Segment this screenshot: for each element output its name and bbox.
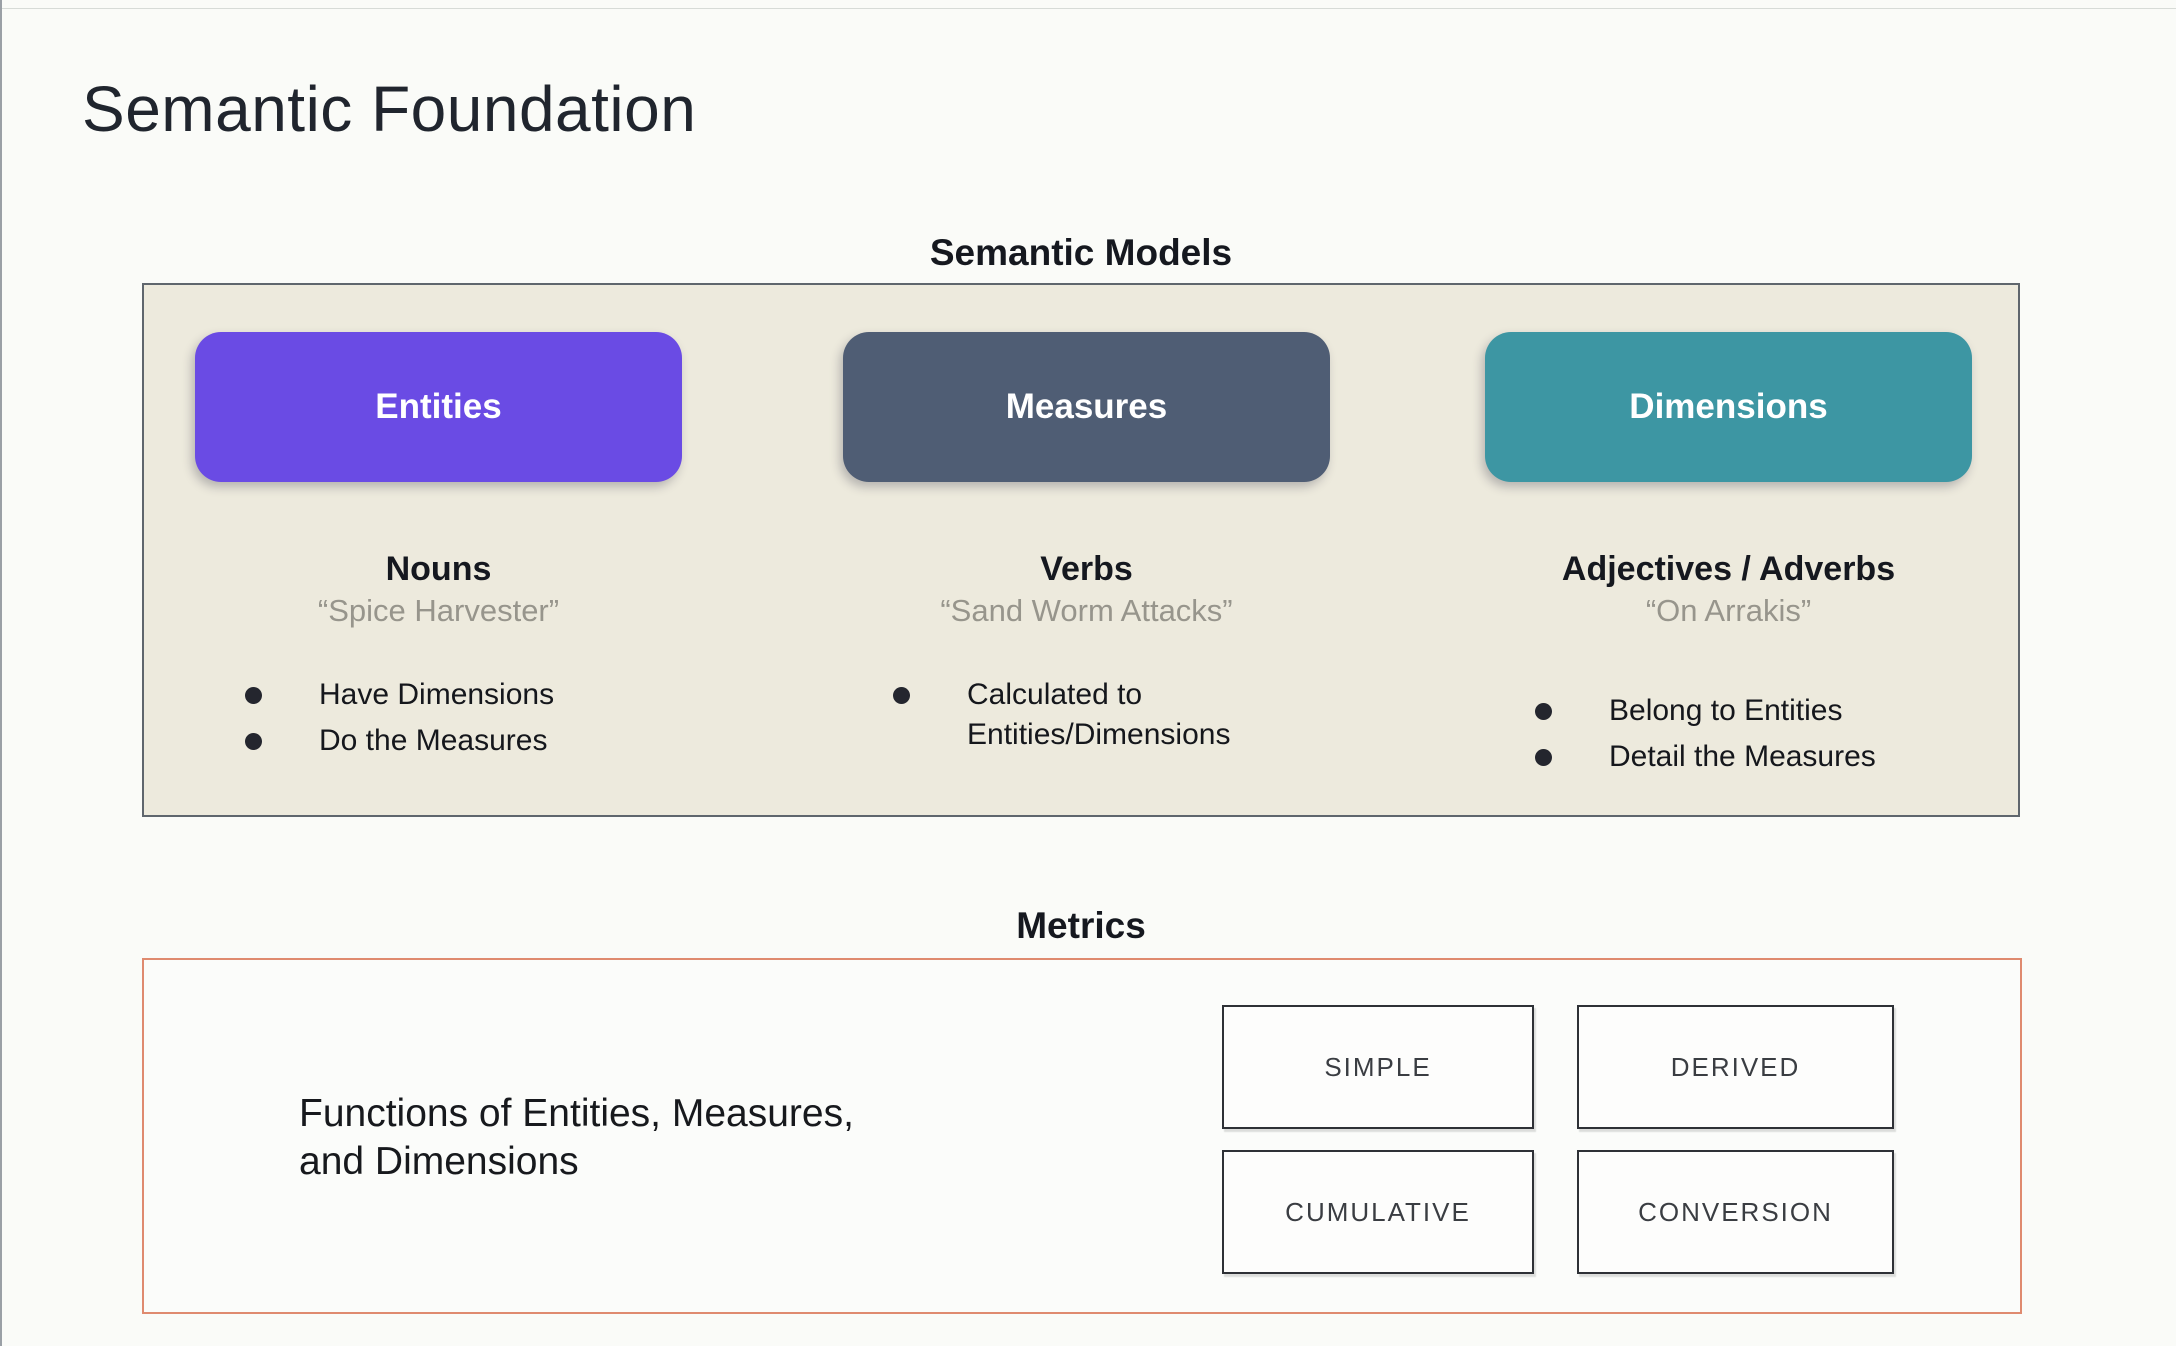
metrics-description: Functions of Entities, Measures, and Dim… — [299, 1092, 854, 1183]
metric-type-cumulative: CUMULATIVE — [1222, 1150, 1534, 1274]
metric-type-simple: SIMPLE — [1222, 1005, 1534, 1129]
entities-subtitle: Nouns — [385, 550, 492, 588]
bullet-item: Belong to Entities — [1531, 691, 1972, 731]
measures-box: Measures — [843, 332, 1330, 482]
window-top-border — [2, 8, 2176, 9]
metrics-heading: Metrics — [1016, 905, 1146, 946]
measures-subtitle: Verbs — [1040, 550, 1133, 588]
metric-type-derived: DERIVED — [1577, 1005, 1894, 1129]
semantic-models-panel: Entities Nouns “Spice Harvester” Have Di… — [142, 283, 2020, 817]
entities-bullet-list: Have Dimensions Do the Measures — [241, 675, 682, 767]
entities-column: Entities Nouns “Spice Harvester” Have Di… — [195, 332, 682, 767]
measures-column: Measures Verbs “Sand Worm Attacks” Calcu… — [843, 332, 1330, 761]
bullet-item: Have Dimensions — [241, 675, 682, 715]
page-title: Semantic Foundation — [82, 73, 697, 145]
dimensions-bullet-list: Belong to Entities Detail the Measures — [1531, 691, 1972, 783]
measures-quote: “Sand Worm Attacks” — [940, 593, 1233, 628]
bullet-item: Do the Measures — [241, 721, 682, 761]
dimensions-subtitle: Adjectives / Adverbs — [1561, 550, 1896, 588]
entities-box: Entities — [195, 332, 682, 482]
bullet-item: Calculated to Entities/Dimensions — [889, 675, 1267, 755]
entities-quote: “Spice Harvester” — [317, 593, 560, 628]
metric-type-conversion: CONVERSION — [1577, 1150, 1894, 1274]
dimensions-column: Dimensions Adjectives / Adverbs “On Arra… — [1485, 332, 1972, 783]
bullet-item: Detail the Measures — [1531, 737, 1972, 777]
measures-bullet-list: Calculated to Entities/Dimensions — [889, 675, 1330, 761]
metrics-panel: Functions of Entities, Measures, and Dim… — [142, 958, 2022, 1314]
dimensions-quote: “On Arrakis” — [1645, 593, 1812, 628]
dimensions-box: Dimensions — [1485, 332, 1972, 482]
semantic-models-heading: Semantic Models — [929, 232, 1233, 273]
